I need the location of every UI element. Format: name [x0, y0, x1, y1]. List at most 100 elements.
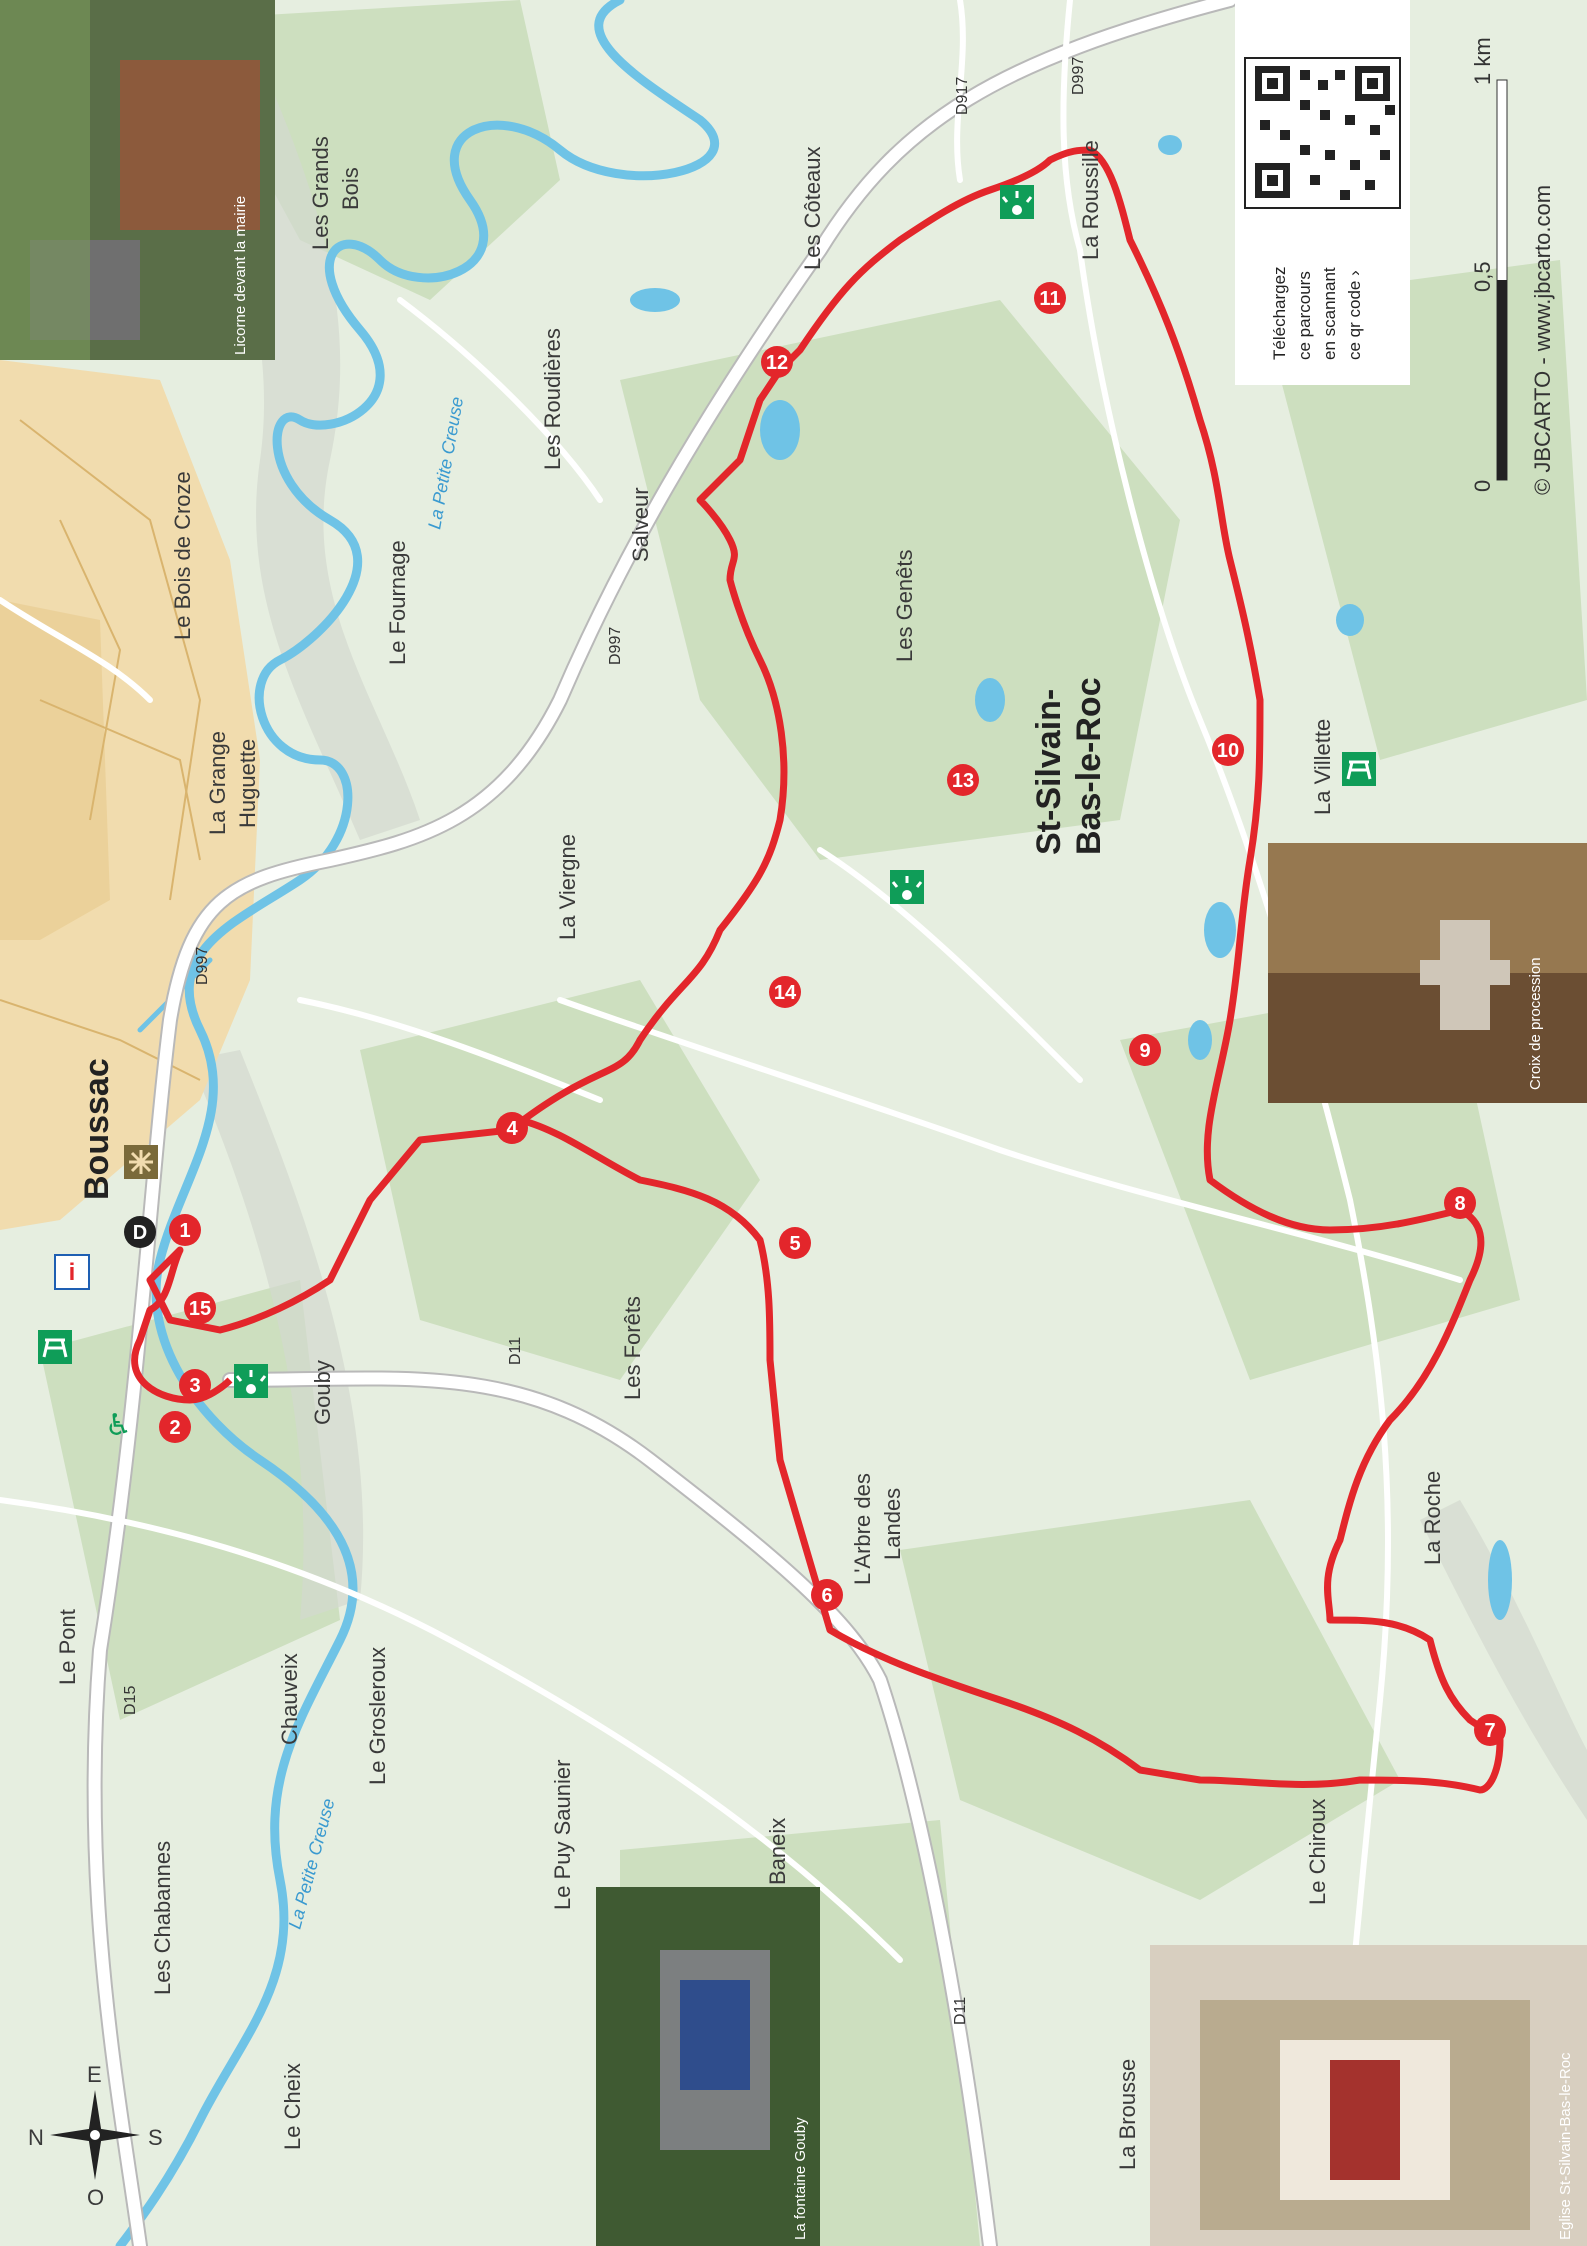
svg-text:L'Arbre des: L'Arbre des [850, 1473, 875, 1585]
svg-text:Le Grosleroux: Le Grosleroux [365, 1647, 390, 1785]
svg-text:Huguette: Huguette [235, 739, 260, 828]
svg-text:5: 5 [789, 1233, 800, 1255]
svg-text:6: 6 [821, 1585, 832, 1607]
svg-text:La Villette: La Villette [1310, 719, 1335, 815]
svg-text:D997: D997 [194, 947, 211, 985]
svg-text:La fontaine Gouby: La fontaine Gouby [792, 2117, 809, 2240]
svg-text:Landes: Landes [880, 1488, 905, 1560]
svg-text:Le Pont: Le Pont [55, 1609, 80, 1685]
hiking-route [146, 146, 1504, 1794]
waypoint-4: 4 [496, 1112, 528, 1144]
ponds [630, 135, 1512, 1620]
waypoint-10: 10 [1212, 734, 1244, 766]
svg-text:3: 3 [189, 1375, 200, 1397]
svg-text:D11: D11 [507, 1337, 524, 1365]
svg-text:D15: D15 [122, 1686, 139, 1715]
waypoint-12: 12 [761, 346, 793, 378]
svg-text:Le Fournage: Le Fournage [385, 540, 410, 665]
walker-icon: ♿ [105, 1408, 132, 1443]
svg-text:Téléchargez: Téléchargez [1270, 266, 1289, 360]
svg-text:10: 10 [1217, 740, 1239, 762]
svg-text:7: 7 [1484, 1720, 1495, 1742]
svg-text:2: 2 [169, 1417, 180, 1439]
svg-text:Croix de procession: Croix de procession [1527, 957, 1544, 1090]
picnic-icon [38, 1330, 72, 1364]
svg-text:D: D [133, 1222, 147, 1244]
roads [0, 0, 1463, 2246]
svg-text:13: 13 [952, 770, 974, 792]
svg-text:Salveur: Salveur [628, 487, 653, 562]
svg-text:14: 14 [774, 982, 797, 1004]
svg-text:8: 8 [1454, 1193, 1465, 1215]
road-d997 [88, 0, 1236, 2246]
waypoint-15: 15 [184, 1292, 216, 1324]
svg-text:Le Chiroux: Le Chiroux [1305, 1799, 1330, 1905]
photo-licorne: Licorne devant la mairie [0, 0, 275, 360]
waypoints: 1 2 3 4 5 6 7 8 9 10 11 12 13 14 15 D [124, 282, 1506, 1746]
waypoint-11: 11 [1034, 282, 1066, 314]
svg-text:ce parcours: ce parcours [1295, 271, 1314, 360]
place-st-silvain: St-Silvain- [1030, 689, 1068, 855]
svg-text:Les Forêts: Les Forêts [620, 1296, 645, 1400]
petite-creuse-river [115, 0, 720, 2246]
svg-text:Gouby: Gouby [310, 1360, 335, 1425]
tourist-office-icon: i [54, 1254, 90, 1290]
svg-text:Les Chabannes: Les Chabannes [150, 1841, 175, 1995]
svg-text:en scannant: en scannant [1320, 267, 1339, 360]
svg-text:Le Cheix: Le Cheix [280, 2063, 305, 2150]
viewpoint-icon [890, 870, 924, 904]
photo-fontaine: La fontaine Gouby [596, 1887, 820, 2246]
qr-panel: Téléchargez ce parcours en scannant ce q… [1235, 0, 1410, 385]
svg-text:D997: D997 [607, 627, 624, 665]
svg-text:4: 4 [506, 1118, 518, 1140]
svg-text:9: 9 [1139, 1040, 1150, 1062]
svg-text:Le Bois de Croze: Le Bois de Croze [170, 471, 195, 640]
svg-text:Licorne devant la mairie: Licorne devant la mairie [232, 196, 249, 355]
viewpoint-icon [234, 1364, 268, 1398]
svg-text:Les Grands: Les Grands [308, 136, 333, 250]
svg-text:D997: D997 [1070, 57, 1087, 95]
svg-text:La Grange: La Grange [205, 731, 230, 835]
svg-text:N: N [28, 2125, 44, 2150]
start-marker: D [124, 1216, 156, 1248]
viewpoint-icon [1000, 185, 1034, 219]
waypoint-3: 3 [179, 1369, 211, 1401]
svg-text:La Roche: La Roche [1420, 1471, 1445, 1565]
road-labels: D917 D997 D997 D997 D11 D11 D15 [122, 57, 1087, 2025]
svg-text:♿: ♿ [105, 1408, 132, 1443]
svg-text:Eglise St-Silvain-Bas-le-Roc: Eglise St-Silvain-Bas-le-Roc [1557, 2052, 1574, 2240]
svg-text:D11: D11 [952, 1997, 969, 2025]
place-labels: Boussac St-Silvain- Bas-le-Roc Les Grand… [55, 136, 1445, 2170]
waypoint-5: 5 [779, 1227, 811, 1259]
waypoint-13: 13 [947, 764, 979, 796]
svg-text:Baneix: Baneix [765, 1818, 790, 1885]
waypoint-2: 2 [159, 1411, 191, 1443]
svg-text:11: 11 [1039, 288, 1060, 310]
svg-text:Les Roudières: Les Roudières [540, 328, 565, 470]
poi-icons: i ♿ [38, 185, 1376, 1443]
svg-text:La Roussille: La Roussille [1078, 140, 1103, 260]
svg-text:12: 12 [766, 352, 788, 374]
svg-text:E: E [87, 2062, 102, 2087]
svg-text:1: 1 [179, 1220, 190, 1242]
waypoint-9: 9 [1129, 1034, 1161, 1066]
svg-text:La Viergne: La Viergne [555, 834, 580, 940]
photo-croix: Croix de procession [1268, 843, 1587, 1103]
svg-text:Les Côteaux: Les Côteaux [800, 146, 825, 270]
svg-text:D917: D917 [954, 77, 971, 115]
monument-icon [124, 1145, 158, 1179]
svg-text:15: 15 [189, 1298, 211, 1320]
svg-text:i: i [69, 1259, 76, 1286]
svg-text:La Brousse: La Brousse [1115, 2059, 1140, 2170]
svg-text:ce qr code ›: ce qr code › [1345, 270, 1364, 360]
place-st-silvain-2: Bas-le-Roc [1070, 677, 1108, 855]
svg-text:S: S [148, 2125, 163, 2150]
photo-eglise: Eglise St-Silvain-Bas-le-Roc [1150, 1945, 1587, 2246]
svg-text:Chauveix: Chauveix [277, 1653, 302, 1745]
waypoint-1: 1 [169, 1214, 201, 1246]
svg-text:O: O [87, 2185, 104, 2210]
svg-text:Bois: Bois [338, 167, 363, 210]
qr-code-icon [1244, 57, 1401, 209]
scale-bar: 0 0,5 1 km [1470, 37, 1508, 492]
